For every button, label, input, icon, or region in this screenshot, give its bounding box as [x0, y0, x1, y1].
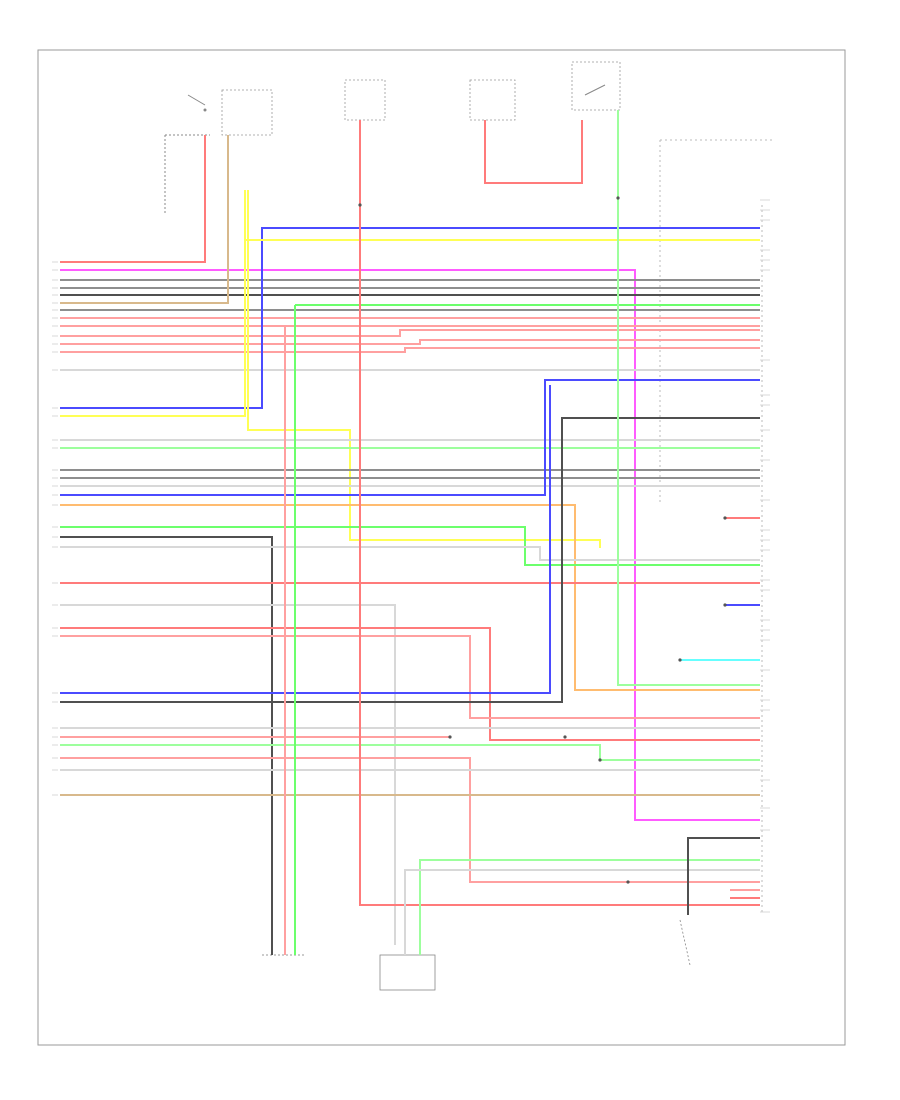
top-sensor-1 [221, 89, 273, 136]
wire-dark-bottom [687, 837, 760, 915]
wire-lightgreen-bottom [419, 859, 760, 955]
top-left-switch-line [187, 94, 206, 106]
wire-orange-1 [60, 504, 760, 691]
wire-yellow-1 [60, 190, 760, 417]
wire-red-top [60, 135, 206, 263]
top-sensor-2 [344, 79, 386, 121]
diagram-frame [37, 49, 846, 1046]
top-sensor-2-rect [344, 79, 386, 121]
wire-dark-2 [60, 536, 273, 945]
splice-dots-circle [358, 203, 362, 207]
top-sensor-3-rect [469, 79, 516, 121]
bottom-center-switch-rect [379, 954, 436, 991]
wire-blue-2 [60, 379, 760, 496]
bottom-center-switch [379, 954, 436, 991]
wire-red-loop [484, 120, 583, 184]
splice-dots-circle [448, 735, 452, 739]
wire-lightgray-4 [60, 546, 760, 561]
left-connector-pins [52, 261, 58, 796]
wire-red-vert-long [359, 120, 760, 906]
wire-lightgreen-vert [617, 110, 760, 686]
top-left-switch [164, 94, 210, 215]
wire-lightgreen-2 [60, 744, 760, 761]
bottom-right-sensor-line [679, 919, 691, 966]
splice-dots-circle [616, 196, 620, 200]
splice-dots-circle [598, 758, 602, 762]
splice-dots-circle [678, 658, 682, 662]
wire-lightgray-5 [60, 604, 396, 945]
bottom-right-sensor [679, 919, 691, 966]
splice-dots-circle [626, 880, 630, 884]
wire-blue-1 [60, 227, 760, 409]
ecm-connector-pins [760, 199, 770, 913]
ecm-connector [659, 139, 775, 915]
wire-magenta-top [60, 269, 760, 821]
top-right-switch [571, 61, 621, 111]
wire-pink-5 [60, 347, 760, 353]
wire-pink-4 [60, 339, 760, 345]
splice-dots [358, 196, 727, 884]
top-sensor-3 [469, 79, 516, 121]
top-sensor-1-rect [221, 89, 273, 136]
wire-pink-3 [60, 329, 760, 337]
top-right-switch-rect [571, 61, 621, 111]
wire-pink-8 [60, 757, 760, 883]
wire-lightgray-bottom [404, 869, 760, 955]
wire-layer [60, 110, 760, 955]
top-right-switch-line [584, 84, 606, 96]
splice-dots-circle [723, 603, 727, 607]
top-left-switch-circle [203, 108, 207, 112]
splice-dots-circle [563, 735, 567, 739]
wire-dark-3 [60, 417, 760, 703]
wire-blue-3 [60, 385, 551, 694]
wire-tan-1 [60, 135, 229, 304]
splice-dots-circle [723, 516, 727, 520]
bottom-sensor-pins [271, 920, 296, 955]
wire-red-3 [60, 627, 760, 741]
wire-pink-6 [60, 635, 760, 719]
